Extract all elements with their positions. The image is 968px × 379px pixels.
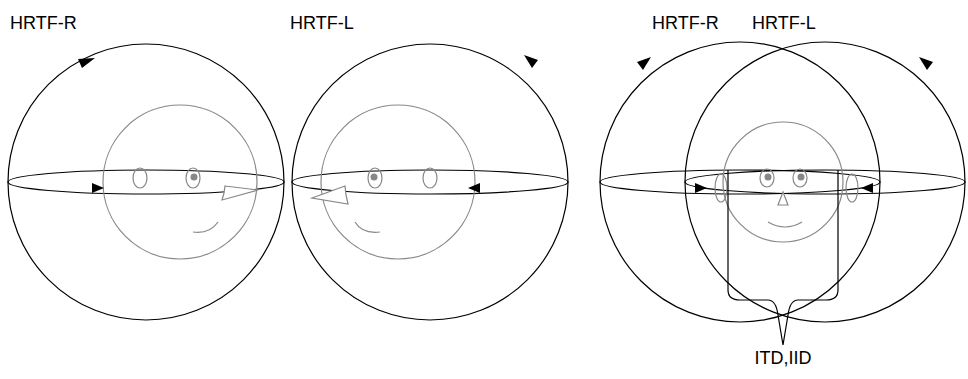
hrtf-label: HRTF-L [290,14,354,34]
hrtf-label: HRTF-R [652,14,719,34]
hrtf-label: HRTF-L [752,14,816,34]
hrtf-label: HRTF-R [10,14,77,34]
cue-label: ITD,IID [755,349,812,369]
